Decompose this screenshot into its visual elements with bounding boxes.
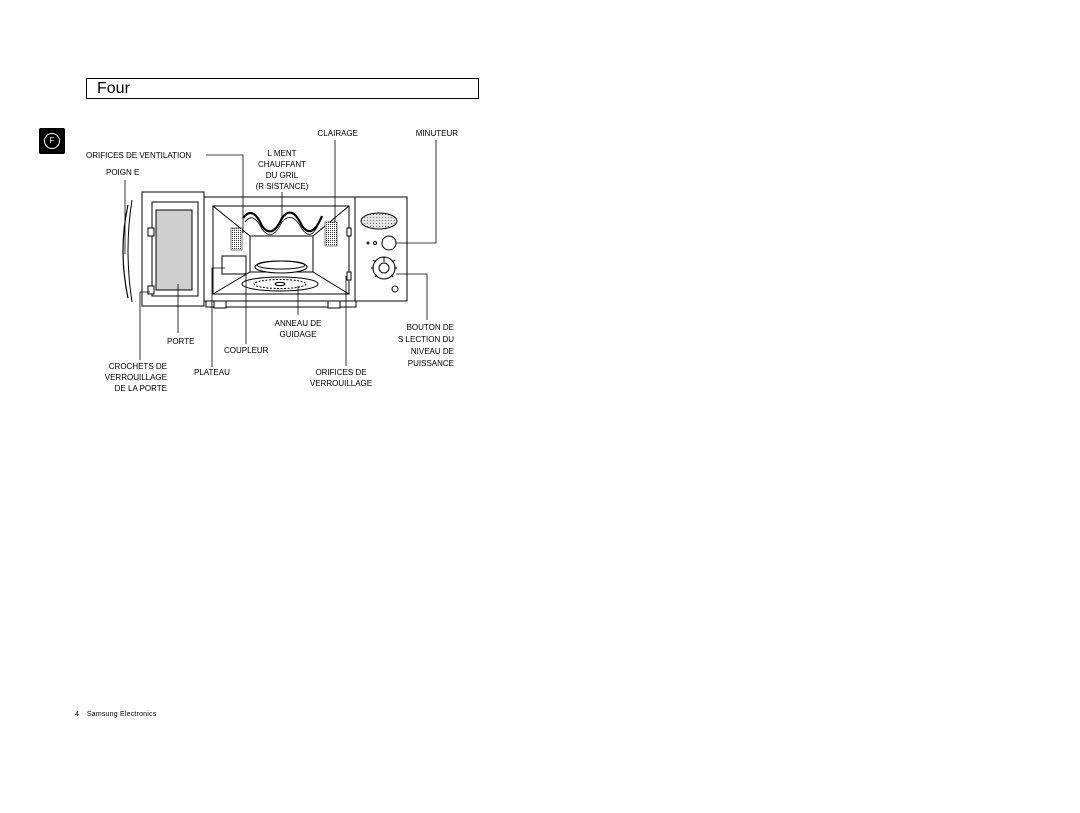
page-number: 4 xyxy=(75,711,79,718)
label-ventilation: ORIFICES DE VENTILATION xyxy=(86,151,192,160)
turntable-inner xyxy=(253,279,307,289)
display-window xyxy=(360,212,398,230)
label-ring-1: ANNEAU DE xyxy=(274,319,322,328)
roller-ring-inner xyxy=(256,260,306,270)
label-hooks-1: CROCHETS DE xyxy=(108,362,167,371)
timer-knob xyxy=(381,235,397,251)
label-grill-3: DU GRIL xyxy=(265,171,299,180)
oven-foot-right xyxy=(327,300,341,309)
leader-turntable xyxy=(211,267,225,367)
footer-brand: Samsung Electronics xyxy=(86,711,157,718)
cavity-outer xyxy=(212,205,350,295)
label-door: PORTE xyxy=(167,337,195,346)
grill-element-inner xyxy=(244,216,321,235)
label-grill-4: (R SISTANCE) xyxy=(255,182,309,191)
label-grill-2: CHAUFFANT xyxy=(258,160,306,169)
label-power-1: BOUTON DE xyxy=(406,323,454,332)
section-title-box: Four xyxy=(86,78,479,99)
page-footer: 4 Samsung Electronics xyxy=(75,710,156,720)
label-ring-2: GUIDAGE xyxy=(279,330,317,339)
power-knob xyxy=(378,262,390,274)
leader-lines xyxy=(124,140,437,367)
coupler-cover xyxy=(221,255,247,275)
language-badge-letter: F xyxy=(44,133,60,149)
label-hooks-3: DE LA PORTE xyxy=(114,384,167,393)
label-coupler: COUPLEUR xyxy=(224,346,269,355)
oven-base xyxy=(205,300,357,308)
leader-ventilation xyxy=(206,154,244,233)
label-lock-holes-1: ORIFICES DE xyxy=(315,368,367,377)
label-power-4: PUISSANCE xyxy=(407,359,454,368)
turntable-outer xyxy=(241,276,319,292)
label-handle: POIGN E xyxy=(106,168,140,177)
vent-left xyxy=(230,227,243,251)
turntable-hub xyxy=(274,281,286,287)
door-handle-inner xyxy=(127,199,133,303)
section-title: Four xyxy=(97,80,130,97)
leader-hooks xyxy=(139,291,150,360)
vent-right xyxy=(324,221,338,247)
label-turntable: PLATEAU xyxy=(194,368,230,377)
label-hooks-2: VERROUILLAGE xyxy=(104,373,167,382)
door-handle-shape xyxy=(122,204,129,299)
door-hook-bottom xyxy=(147,285,155,295)
label-power-3: NIVEAU DE xyxy=(410,347,454,356)
panel-indicator-a xyxy=(373,241,377,245)
label-light: CLAIRAGE xyxy=(317,129,358,138)
door-release-button xyxy=(391,285,399,293)
label-timer: MINUTEUR xyxy=(415,129,458,138)
lock-hole-bottom xyxy=(346,271,352,281)
door-hook-top xyxy=(147,227,155,237)
door-window-frame xyxy=(151,201,199,297)
label-lock-holes-2: VERROUILLAGE xyxy=(309,379,373,388)
oven-foot-left xyxy=(213,300,227,309)
door-window xyxy=(155,209,193,291)
language-badge: F xyxy=(39,128,65,154)
lock-hole-top xyxy=(346,227,352,237)
panel-indicator-b xyxy=(366,241,370,245)
label-grill-1: L MENT xyxy=(267,149,297,158)
leader-power-dial xyxy=(396,273,428,320)
leader-timer xyxy=(396,140,437,244)
label-power-2: S LECTION DU xyxy=(397,335,454,344)
